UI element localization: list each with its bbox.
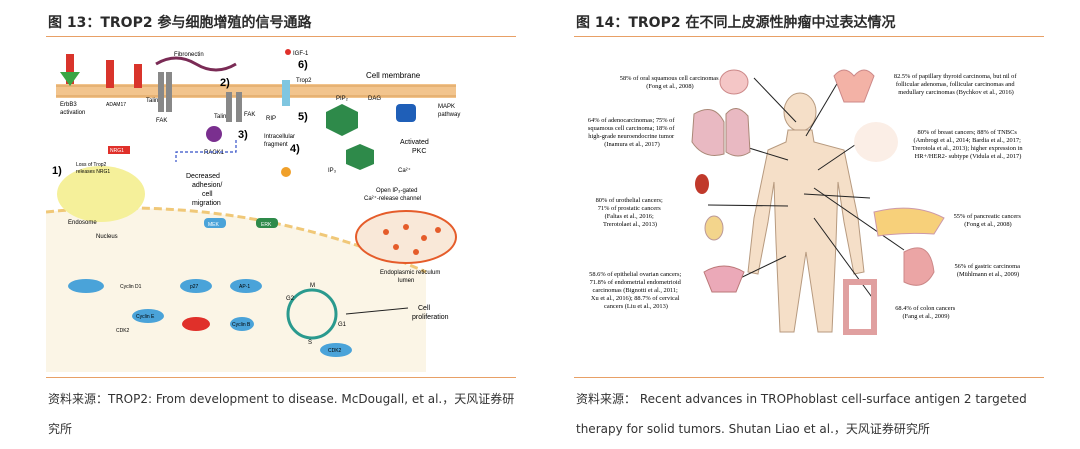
fibronectin-label: Fibronectin xyxy=(174,52,204,58)
svg-text:Endosome: Endosome xyxy=(68,220,97,226)
svg-text:PIP₂: PIP₂ xyxy=(336,96,349,102)
pancreas-icon xyxy=(873,207,945,237)
erbb3-receptor xyxy=(66,54,74,84)
step-2-label: 2) xyxy=(220,77,230,89)
endoplasmic-reticulum xyxy=(355,210,457,264)
erk-icon xyxy=(256,218,278,228)
svg-text:Cyclin E: Cyclin E xyxy=(136,314,155,320)
svg-text:M: M xyxy=(310,283,315,289)
svg-text:Cyclin D1: Cyclin D1 xyxy=(120,284,142,290)
svg-text:Talin: Talin xyxy=(214,114,226,120)
svg-text:NRG1: NRG1 xyxy=(110,148,124,154)
fibronectin-icon xyxy=(155,56,237,72)
breast-annotation: 80% of breast cancers; 88% of TNBCs (Amb… xyxy=(912,129,1024,160)
trop2-icon xyxy=(282,80,290,106)
title-divider xyxy=(574,36,1044,37)
urothelial-annotation: 80% of urothelial cancers; 71% of prosta… xyxy=(596,197,665,228)
thyroid-annotation: 82.5% of papillary thyroid carcinoma, bu… xyxy=(894,73,1018,96)
erbb3-activation-icon xyxy=(60,72,80,86)
svg-text:Talin: Talin xyxy=(146,98,158,104)
step-3-label: 3) xyxy=(238,129,248,141)
svg-text:IGF-1: IGF-1 xyxy=(293,51,309,57)
mek-icon xyxy=(204,218,226,228)
svg-text:Trop2: Trop2 xyxy=(296,78,312,84)
svg-text:IP₃: IP₃ xyxy=(328,168,337,174)
svg-text:FAK: FAK xyxy=(244,112,255,118)
svg-text:Nucleus: Nucleus xyxy=(96,234,118,240)
svg-text:S: S xyxy=(308,340,312,346)
pkc-icon xyxy=(396,104,416,122)
svg-text:G1: G1 xyxy=(338,322,347,328)
oral-annotation: 58% of oral squamous cell carcinomas (Fo… xyxy=(620,75,720,90)
plc-icon xyxy=(326,104,358,136)
human-body-silhouette xyxy=(747,92,865,333)
svg-text:ERK: ERK xyxy=(261,222,272,228)
svg-text:CDK2: CDK2 xyxy=(116,328,130,334)
cell-membrane-label: Cell membrane xyxy=(366,71,421,80)
stomach-icon xyxy=(903,247,935,286)
title-divider xyxy=(46,36,516,37)
svg-text:RIP: RIP xyxy=(266,116,276,122)
svg-text:FAK: FAK xyxy=(156,118,167,124)
figure-14-panel: 图 14：TROP2 在不同上皮源性肿瘤中过表达情况 xyxy=(574,0,1044,449)
ovarian-annotation: 58.6% of epithelial ovarian cancers; 71.… xyxy=(589,271,683,310)
step-1-label: 1) xyxy=(52,165,62,177)
colon-icon xyxy=(843,279,877,335)
source-divider xyxy=(574,377,1044,378)
lung-annotation: 64% of adenocarcinomas; 75% of squamous … xyxy=(588,117,676,148)
figure-14-source: 资料来源： Recent advances in TROPhoblast cel… xyxy=(576,392,1027,436)
svg-text:DAG: DAG xyxy=(368,96,381,102)
step-5-label: 5) xyxy=(298,111,308,123)
lungs-icon xyxy=(691,109,725,156)
rack1-icon xyxy=(206,126,222,142)
figure-13-source: 资料来源：TROP2: From development to disease.… xyxy=(48,392,515,436)
figure-13-panel: 图 13：TROP2 参与细胞增殖的信号通路 Cell membrane Erb… xyxy=(46,0,516,449)
figure-14-title: 图 14：TROP2 在不同上皮源性肿瘤中过表达情况 xyxy=(576,15,896,31)
step-6-label: 6) xyxy=(298,59,308,71)
svg-text:G2: G2 xyxy=(286,296,295,302)
colon-annotation: 68.4% of colon cancers (Fang et al., 200… xyxy=(895,305,957,320)
svg-text:Cyclin B: Cyclin B xyxy=(232,322,251,328)
bladder-icon xyxy=(704,215,724,241)
svg-text:MEK: MEK xyxy=(208,222,220,228)
cell-membrane xyxy=(56,84,456,98)
pancreatic-annotation: 55% of pancreatic cancers (Fong et al., … xyxy=(954,213,1023,228)
mouth-icon xyxy=(719,69,749,95)
endosome-icon xyxy=(57,166,145,222)
source-divider xyxy=(46,377,516,378)
igf1-icon xyxy=(285,49,291,55)
kidney-icon xyxy=(695,174,709,194)
adam17-label: ADAM17 xyxy=(106,102,126,108)
tumor-overexpression-figure: 58% of oral squamous cell carcinomas (Fo… xyxy=(588,69,1024,335)
svg-text:p27: p27 xyxy=(190,284,199,290)
nrg1-icon xyxy=(108,146,130,154)
uterus-icon xyxy=(703,265,745,293)
breast-icon xyxy=(854,122,898,162)
svg-text:CDK2: CDK2 xyxy=(328,348,342,354)
svg-text:RACK1: RACK1 xyxy=(204,150,225,156)
cell-cycle-icon xyxy=(286,288,338,340)
step-4-label: 4) xyxy=(290,143,300,155)
svg-text:AP-1: AP-1 xyxy=(239,284,250,290)
thyroid-icon xyxy=(833,69,875,103)
svg-text:Ca²⁺: Ca²⁺ xyxy=(398,167,411,174)
figure-13-title: 图 13：TROP2 参与细胞增殖的信号通路 xyxy=(48,15,312,31)
gastric-annotation: 56% of gastric carcinoma (Mühlmann et al… xyxy=(954,263,1021,278)
